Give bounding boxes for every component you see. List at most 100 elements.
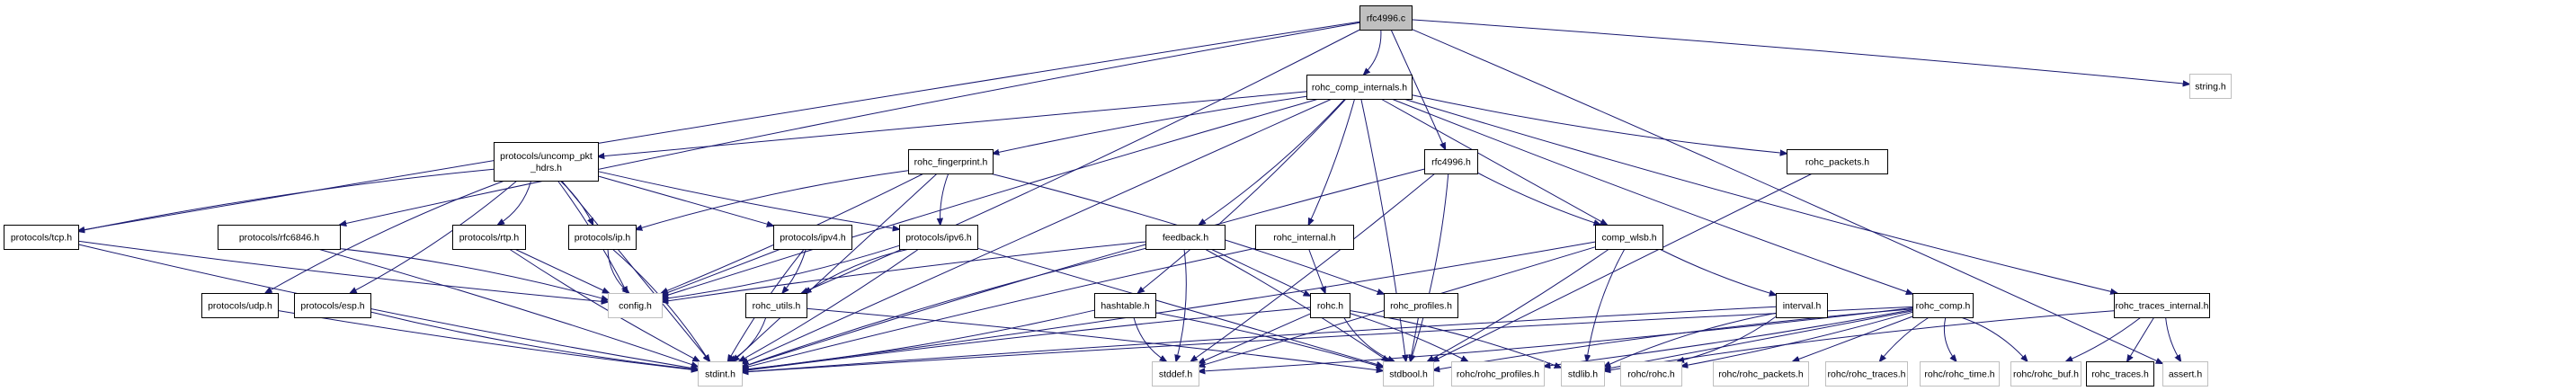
node-string-h: string.h xyxy=(2189,74,2232,99)
edge-rohc_fingerprint_h-to-ip_h xyxy=(636,170,909,230)
edge-ip_h-to-config_h xyxy=(607,248,629,293)
node-box[interactable] xyxy=(908,149,994,174)
node-assert-h: assert.h xyxy=(2162,361,2208,387)
node-box[interactable] xyxy=(1255,225,1354,250)
node-box[interactable] xyxy=(899,225,978,250)
node-rohc-utils-h[interactable]: rohc_utils.h xyxy=(745,293,807,318)
node-feedback-h[interactable]: feedback.h xyxy=(1145,225,1226,250)
node-comp-wlsb-h[interactable]: comp_wlsb.h xyxy=(1595,225,1663,250)
edge-rohc_internal_h-to-stdint_h xyxy=(742,247,1256,369)
node-box[interactable] xyxy=(494,142,599,182)
edge-rfc4996_c-to-rohc_comp_internals_h xyxy=(1364,29,1382,75)
node-label: comp_wlsb.h xyxy=(1601,233,1656,244)
node-ipv4-h[interactable]: protocols/ipv4.h xyxy=(773,225,852,250)
node-rohc-fingerprint-h[interactable]: rohc_fingerprint.h xyxy=(908,149,994,174)
node-box xyxy=(2162,361,2208,387)
node-label: stdlib.h xyxy=(1568,369,1598,380)
edge-feedback_h-to-config_h xyxy=(662,241,1146,302)
node-rohc-internal-h[interactable]: rohc_internal.h xyxy=(1255,225,1354,250)
node-box[interactable] xyxy=(773,225,852,250)
node-label: string.h xyxy=(2195,82,2226,93)
node-box[interactable] xyxy=(1424,149,1478,174)
edge-comp_wlsb_h-to-stdint_h xyxy=(742,241,1596,370)
edge-interval_h-to-stdint_h xyxy=(742,306,1777,372)
node-box[interactable] xyxy=(1310,293,1350,318)
edge-comp_wlsb_h-to-stdlib_h xyxy=(1587,248,1626,361)
node-rfc6846-h[interactable]: protocols/rfc6846.h xyxy=(218,225,341,250)
node-label: rohc/rohc_profiles.h xyxy=(1457,369,1539,380)
node-box[interactable] xyxy=(1595,225,1663,250)
node-box[interactable] xyxy=(1776,293,1828,318)
edge-rohc_comp_h-to-rohc_rohc_traces_h xyxy=(1880,316,1930,361)
node-box[interactable] xyxy=(1384,293,1458,318)
node-box[interactable] xyxy=(2114,293,2210,318)
node-label: rfc4996.h xyxy=(1431,157,1471,168)
edge-rohc_comp_h-to-stdint_h xyxy=(742,306,1913,372)
edge-rfc4996_c-to-rohc_utils_h xyxy=(802,29,1360,293)
edge-ipv6_h-to-stdbool_h xyxy=(976,247,1383,366)
node-rohc-traces-h[interactable]: rohc_traces.h xyxy=(2086,361,2154,387)
node-rohc-traces-internal-h[interactable]: rohc_traces_internal.h xyxy=(2114,293,2210,318)
edge-rohc_comp_internals_h-to-rohc_packets_h xyxy=(1411,94,1787,154)
node-box xyxy=(2189,74,2232,99)
node-rfc4996-c[interactable]: rfc4996.c xyxy=(1359,5,1413,31)
edge-uncomp_pkt_hdrs_h-to-ipv4_h xyxy=(597,175,773,226)
node-label: protocols/rtp.h xyxy=(459,233,520,244)
node-rohc-packets-h[interactable]: rohc_packets.h xyxy=(1787,149,1888,174)
node-rohc-rohc-buf-h: rohc/rohc_buf.h xyxy=(2010,361,2081,387)
edge-rohc_comp_h-to-rohc_rohc_packets_h xyxy=(1793,315,1913,361)
edge-tcp_h-to-config_h xyxy=(77,240,608,302)
node-rfc4996-h[interactable]: rfc4996.h xyxy=(1424,149,1478,174)
edge-feedback_h-to-rohc_h xyxy=(1210,248,1310,296)
node-rohc-comp-internals-h[interactable]: rohc_comp_internals.h xyxy=(1306,75,1413,100)
node-ipv6-h[interactable]: protocols/ipv6.h xyxy=(899,225,978,250)
edge-rohc_internal_h-to-rohc_h xyxy=(1308,248,1325,293)
edge-rohc_comp_internals_h-to-uncomp_pkt_hdrs_h xyxy=(598,91,1307,156)
edge-rfc4996_c-to-rfc4996_h xyxy=(1390,29,1445,149)
node-label: rohc_fingerprint.h xyxy=(914,157,988,168)
edge-rfc6846_h-to-stdint_h xyxy=(317,248,698,367)
node-label: rohc_traces_internal.h xyxy=(2116,301,2209,312)
node-label: rohc_comp_internals.h xyxy=(1312,83,1407,93)
node-box[interactable] xyxy=(1145,225,1226,250)
node-stddef-h: stddef.h xyxy=(1152,361,1199,387)
node-ip-h[interactable]: protocols/ip.h xyxy=(568,225,637,250)
node-stdbool-h: stdbool.h xyxy=(1383,361,1434,387)
node-rohc-rohc-time-h: rohc/rohc_time.h xyxy=(1920,361,2000,387)
node-tcp-h[interactable]: protocols/tcp.h xyxy=(4,225,79,250)
node-box[interactable] xyxy=(568,225,637,250)
node-rtp-h[interactable]: protocols/rtp.h xyxy=(452,225,526,250)
node-label: stddef.h xyxy=(1159,369,1193,380)
node-hashtable-h[interactable]: hashtable.h xyxy=(1094,293,1156,318)
node-label: protocols/esp.h xyxy=(300,301,364,312)
node-interval-h[interactable]: interval.h xyxy=(1776,293,1828,318)
node-box[interactable] xyxy=(452,225,526,250)
edge-rohc_traces_internal_h-to-rohc_traces_h xyxy=(2127,316,2155,361)
node-label: rfc4996.c xyxy=(1367,13,1405,24)
node-rohc-profiles-h[interactable]: rohc_profiles.h xyxy=(1384,293,1458,318)
node-box[interactable] xyxy=(218,225,341,250)
node-box[interactable] xyxy=(1306,75,1413,100)
node-box[interactable] xyxy=(2086,361,2154,387)
node-box[interactable] xyxy=(4,225,79,250)
node-rohc-h[interactable]: rohc.h xyxy=(1310,293,1350,318)
node-box[interactable] xyxy=(1912,293,1974,318)
edge-rohc_traces_internal_h-to-stdlib_h xyxy=(1604,310,2115,371)
node-box[interactable] xyxy=(1787,149,1888,174)
node-box[interactable] xyxy=(201,293,279,318)
node-box xyxy=(1152,361,1199,387)
edge-ipv6_h-to-stdint_h xyxy=(739,248,920,361)
node-label: rohc_utils.h xyxy=(753,301,801,312)
edge-rohc_comp_internals_h-to-rohc_comp_h xyxy=(1391,98,1912,294)
node-rohc-comp-h[interactable]: rohc_comp.h xyxy=(1912,293,1974,318)
node-uncomp-pkt-hdrs-h[interactable]: protocols/uncomp_pkt_hdrs.h xyxy=(494,142,599,182)
node-udp-h[interactable]: protocols/udp.h xyxy=(201,293,279,318)
node-box[interactable] xyxy=(1359,5,1413,31)
edge-rfc4996_h-to-stdbool_h xyxy=(1411,173,1449,361)
node-label: rohc_internal.h xyxy=(1273,233,1336,244)
node-box[interactable] xyxy=(745,293,807,318)
node-esp-h[interactable]: protocols/esp.h xyxy=(294,293,371,318)
node-box[interactable] xyxy=(294,293,371,318)
node-rohc-rohc-traces-h: rohc/rohc_traces.h xyxy=(1825,361,1908,387)
node-box[interactable] xyxy=(1094,293,1156,318)
